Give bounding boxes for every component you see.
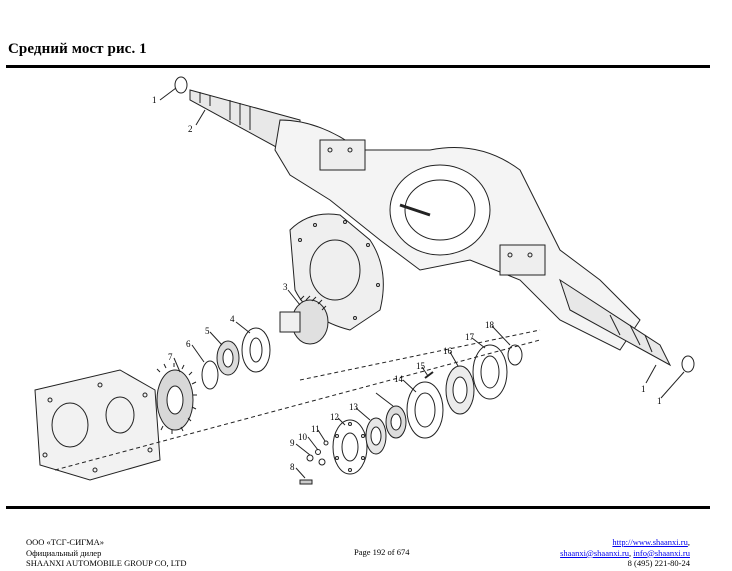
email-link-info[interactable]: info@shaanxi.ru <box>633 547 690 558</box>
fasteners <box>299 440 329 485</box>
callout-8: 8 <box>290 462 295 472</box>
callout-1-right: 1 <box>657 396 662 406</box>
callout-16: 16 <box>443 346 453 356</box>
callout-18: 1 <box>641 384 646 394</box>
callout-2: 2 <box>188 124 193 134</box>
footer-company: ООО «ТСГ-СИГМА» <box>26 537 104 547</box>
callout-9: 9 <box>290 438 295 448</box>
callout-11: 11 <box>311 424 320 434</box>
flange <box>332 419 368 475</box>
snap-ring <box>201 360 219 390</box>
footer-dealer: Официальный дилер <box>26 547 102 558</box>
callout-17: 18 <box>485 320 495 330</box>
bottom-divider <box>6 506 710 509</box>
footer-company-block: ООО «ТСГ-СИГМА» Официальный дилер SHAANX… <box>26 537 187 569</box>
axle-housing <box>274 119 641 351</box>
callout-12: 12 <box>330 412 339 422</box>
callout-13: 13 <box>349 402 359 412</box>
thrust-washer <box>241 327 271 373</box>
callout-14-upper: 17 <box>465 332 475 342</box>
o-ring <box>507 344 523 366</box>
axle-shaft-right <box>559 278 672 367</box>
callout-10: 10 <box>298 432 308 442</box>
callout-1-left: 1 <box>152 95 157 105</box>
email-link-shaanxi[interactable]: shaanxi@shaanxi.ru <box>560 547 630 558</box>
callout-14-lower: 14 <box>394 374 404 384</box>
gear-housing <box>34 369 161 481</box>
o-ring-left <box>174 76 188 94</box>
callout-7: 7 <box>168 352 173 362</box>
callout-15: 15 <box>416 361 426 371</box>
footer-contacts-block: http://www.shaanxi.ru, shaanxi@shaanxi.r… <box>560 537 690 569</box>
page-title: Средний мост рис. 1 <box>8 41 147 57</box>
footer-manufacturer: SHAANXI AUTOMOBILE GROUP CO, LTD <box>26 558 187 569</box>
exploded-axle-diagram: 1 2 3 4 5 6 7 8 9 10 11 12 13 14 15 16 1… <box>34 76 695 485</box>
callout-3: 3 <box>283 282 288 292</box>
callout-4: 4 <box>230 314 235 324</box>
callout-6: 6 <box>186 339 191 349</box>
callout-labels: 1 2 3 4 5 6 7 8 9 10 11 12 13 14 15 16 1… <box>152 95 662 472</box>
top-divider <box>6 65 710 68</box>
drive-gear <box>156 363 197 434</box>
o-ring-right <box>681 355 695 373</box>
gasket <box>472 344 508 400</box>
pinion-gear <box>279 295 329 345</box>
callout-5: 5 <box>205 326 210 336</box>
page-number: Page 192 of 674 <box>354 547 410 557</box>
bearing-cap <box>406 381 444 439</box>
footer-phone: 8 (495) 221-80-24 <box>627 558 690 569</box>
website-link[interactable]: http://www.shaanxi.ru <box>612 537 688 547</box>
